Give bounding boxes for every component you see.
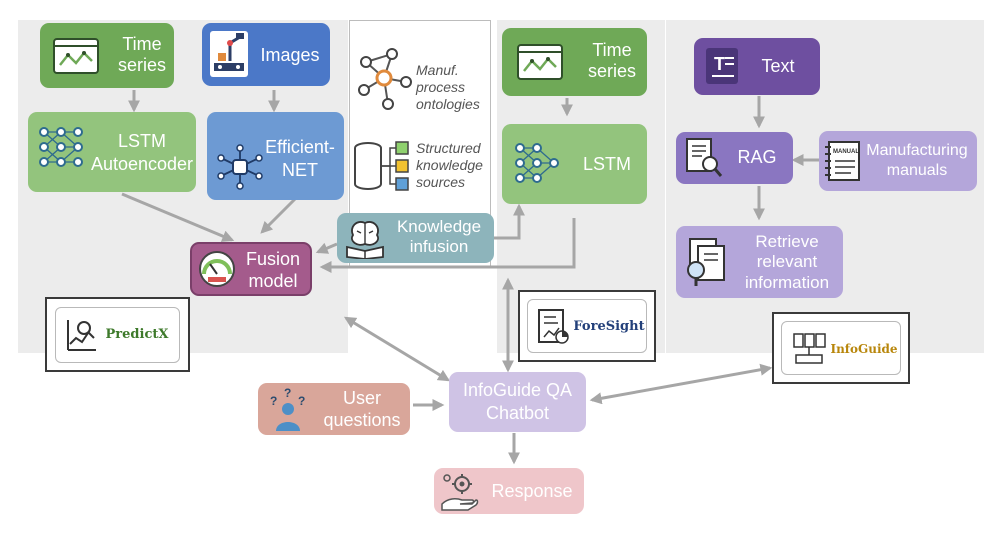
response-node: Response	[434, 468, 584, 514]
knowledge-infusion-node: Knowledge infusion	[337, 213, 494, 263]
svg-text:?: ?	[270, 394, 277, 408]
svg-text:T: T	[714, 54, 725, 74]
fusion-model-node: Fusion model	[190, 242, 312, 296]
factory-robot-icon	[210, 31, 248, 77]
predictx-tool-label: PredictX	[105, 327, 169, 342]
time-series-node-foresight: Time series	[502, 28, 647, 96]
ontologies-label: Manuf. process ontologies	[416, 62, 480, 112]
images-label: Images	[260, 45, 320, 65]
lstm-node: LSTM	[502, 124, 647, 204]
hand-gear-icon	[441, 474, 479, 511]
manufacturing-manuals-label: Manufacturing manuals	[866, 142, 968, 179]
arrow-infusion-lstm	[494, 203, 525, 240]
line-chart-window-icon	[53, 38, 99, 74]
neural-network-icon	[39, 127, 83, 167]
infoguide-chatbot-node: InfoGuide QA Chatbot	[449, 372, 586, 432]
manual-badge-text: MANUAL	[833, 149, 859, 155]
infoguide-tool-label: InfoGuide	[830, 342, 898, 356]
line-chart-window-icon	[517, 44, 563, 80]
user-questions-node: ? ? ? User questions	[258, 383, 410, 435]
arrow-foresight-fusion	[319, 218, 576, 273]
knowledge-infusion-label: Knowledge infusion	[396, 217, 482, 257]
manual-book-icon: MANUAL	[825, 141, 860, 181]
lstm-label: LSTM	[582, 154, 631, 174]
analytics-search-icon	[67, 320, 96, 351]
arrow-infusion-fusion	[315, 242, 338, 254]
time-series-label: Time series	[587, 40, 636, 81]
forecast-report-icon	[538, 309, 569, 344]
text-document-icon: T	[706, 48, 738, 84]
lstm-autoencoder-label: LSTM Autoencoder	[90, 131, 194, 174]
infoguide-tool-inner: InfoGuide	[781, 321, 901, 375]
images-node: Images	[202, 23, 330, 86]
user-question-icon: ? ? ?	[270, 386, 305, 431]
retrieve-information-label: Retrieve relevant information	[744, 232, 830, 292]
network-hub-icon	[217, 144, 263, 190]
document-magnifier-icon	[687, 238, 725, 286]
ontology-graph-icon	[358, 48, 412, 110]
document-search-icon	[686, 138, 723, 177]
fusion-model-label: Fusion model	[245, 249, 301, 291]
gauge-dashboard-icon	[199, 251, 235, 287]
foresight-tool-inner: ForeSight	[527, 299, 647, 353]
foresight-tool-label: ForeSight	[573, 319, 645, 334]
rag-label: RAG	[737, 147, 777, 167]
infoguide-tool-card: InfoGuide	[772, 312, 910, 384]
arrow-efficientnet-fusion	[260, 196, 298, 234]
efficientnet-node: Efficient-NET	[207, 112, 344, 200]
efficientnet-label: Efficient-NET	[265, 137, 335, 181]
predictx-tool-card: PredictX	[45, 297, 190, 372]
response-label: Response	[491, 481, 573, 501]
text-node: T Text	[694, 38, 820, 95]
svg-text:?: ?	[298, 394, 305, 408]
time-series-node-predictx: Time series	[40, 23, 174, 88]
lstm-autoencoder-node: LSTM Autoencoder	[28, 112, 196, 192]
structured-sources-label: Structured knowledge sources	[416, 140, 483, 190]
svg-text:?: ?	[284, 386, 291, 400]
manufacturing-manuals-node: MANUAL Manufacturing manuals	[819, 131, 977, 191]
foresight-tool-card: ForeSight	[518, 290, 656, 362]
arrow-lstm-ae-fusion	[121, 192, 235, 242]
retrieve-information-node: Retrieve relevant information	[676, 226, 843, 298]
brain-book-icon	[346, 221, 384, 259]
predictx-tool-inner: PredictX	[55, 307, 180, 363]
arrow-infoguide-chatbot	[589, 363, 773, 405]
rag-node: RAG	[676, 132, 793, 184]
text-label: Text	[761, 56, 795, 76]
document-stack-icon	[793, 333, 826, 364]
neural-network-icon	[515, 143, 559, 183]
database-icon	[354, 141, 409, 191]
user-questions-label: User questions	[323, 388, 401, 430]
infoguide-chatbot-label: InfoGuide QA Chatbot	[462, 380, 573, 423]
arrow-predictx-chatbot	[343, 316, 451, 382]
time-series-label: Time series	[117, 34, 166, 75]
